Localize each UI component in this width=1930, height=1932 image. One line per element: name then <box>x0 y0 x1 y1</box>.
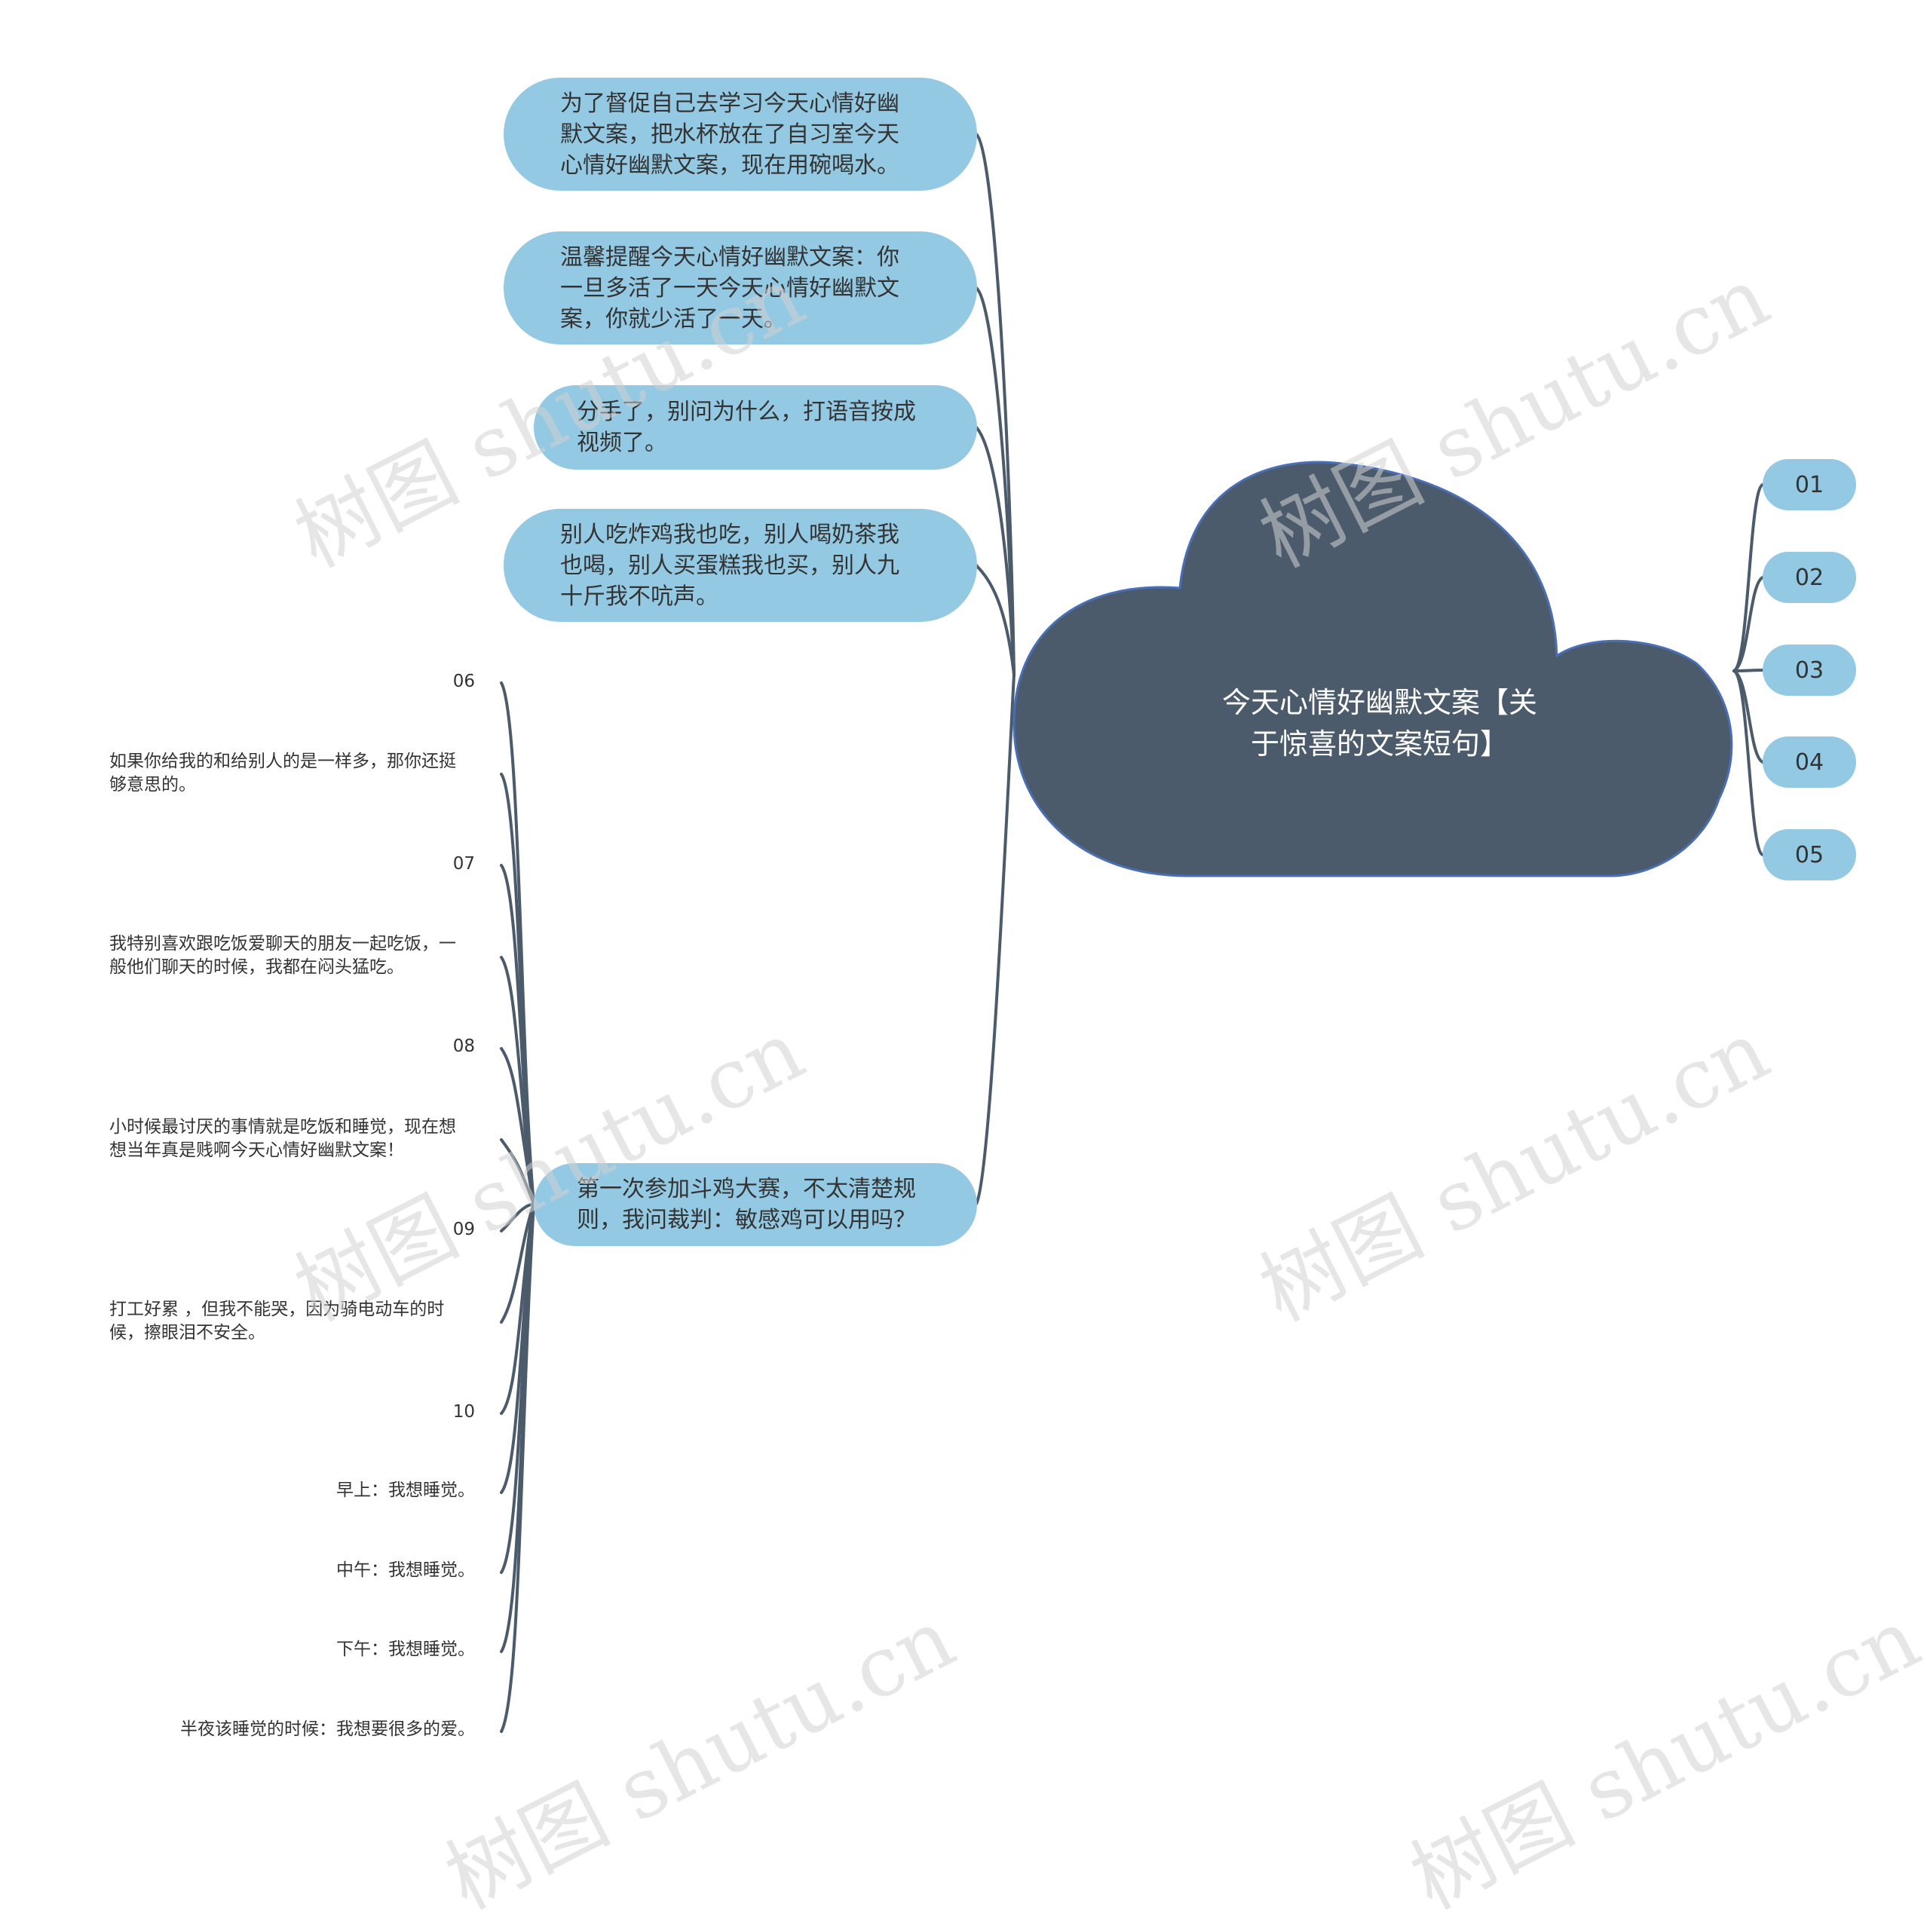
joke-node-4-text: 别人吃炸鸡我也吃，别人喝奶茶我 也喝，别人买蛋糕我也买，别人九 十斤我不吭声。 <box>560 521 899 610</box>
joke-node-1[interactable]: 为了督促自己去学习今天心情好幽 默文案，把水杯放在了自习室今天 心情好幽默文案，… <box>504 78 977 191</box>
connector-left-5 <box>975 673 1016 1205</box>
connector-right-3 <box>1732 669 1764 672</box>
leaf-sleep-morning[interactable]: 早上：我想睡觉。 <box>336 1480 475 1500</box>
mindmap-canvas <box>500 133 1764 1733</box>
connector-right-5 <box>1732 669 1764 856</box>
center-cloud <box>1012 461 1733 877</box>
joke-node-2-text: 温馨提醒今天心情好幽默文案：你 一旦多活了一天今天心情好幽默文 案，你就少活了一… <box>560 243 899 332</box>
leaf-text-09[interactable]: 打工好累 ，但我不能哭，因为骑电动车的时 候，擦眼泪不安全。 <box>109 1300 445 1343</box>
node-01[interactable]: 01 <box>1763 459 1856 510</box>
connector-left-4 <box>975 564 1016 676</box>
leaf-text-06[interactable]: 如果你给我的和给别人的是一样多，那你还挺 够意思的。 <box>109 752 456 795</box>
leaf-sleep-midnight[interactable]: 半夜该睡觉的时候：我想要很多的爱。 <box>180 1719 475 1739</box>
joke-node-1-text: 为了督促自己去学习今天心情好幽 默文案，把水杯放在了自习室今天 心情好幽默文案，… <box>560 90 899 179</box>
leaf-label-09[interactable]: 09 <box>452 1220 475 1239</box>
leaf-text-08[interactable]: 小时候最讨厌的事情就是吃饭和睡觉，现在想 想当年真是贱啊今天心情好幽默文案！ <box>109 1117 456 1160</box>
connector-leaf-t09 <box>500 1202 535 1324</box>
leaf-label-06[interactable]: 06 <box>452 672 475 691</box>
leaf-sleep-afternoon[interactable]: 下午：我想睡觉。 <box>336 1640 475 1659</box>
node-03[interactable]: 03 <box>1763 645 1856 696</box>
connector-leaf-t08 <box>500 1138 535 1205</box>
center-topic-title[interactable]: 今天心情好幽默文案【关 于惊喜的文案短句】 <box>1184 682 1576 765</box>
node-04[interactable]: 04 <box>1763 736 1856 788</box>
connector-leaf-s4 <box>500 1202 535 1733</box>
joke-node-3-text: 分手了，别问为什么，打语音按成 视频了。 <box>577 399 916 456</box>
joke-node-5-text: 第一次参加斗鸡大赛，不太清楚规 则，我问裁判：敏感鸡可以用吗？ <box>577 1176 916 1233</box>
connector-left-2 <box>975 286 1016 676</box>
node-05[interactable]: 05 <box>1763 829 1856 880</box>
connector-right-1 <box>1732 483 1764 672</box>
connector-left-3 <box>975 426 1016 676</box>
leaf-label-07[interactable]: 07 <box>452 854 475 874</box>
node-02[interactable]: 02 <box>1763 552 1856 603</box>
leaf-label-08[interactable]: 08 <box>452 1036 475 1056</box>
connector-leaf-09 <box>500 1202 535 1232</box>
leaf-label-10[interactable]: 10 <box>452 1402 475 1422</box>
joke-node-5[interactable]: 第一次参加斗鸡大赛，不太清楚规 则，我问裁判：敏感鸡可以用吗？ <box>534 1163 977 1246</box>
connector-right-2 <box>1732 576 1764 672</box>
leaf-text-07[interactable]: 我特别喜欢跟吃饭爱聊天的朋友一起吃饭，一 般他们聊天的时候，我都在闷头猛吃。 <box>109 934 456 977</box>
center-title-line2: 于惊喜的文案短句】 <box>1250 727 1509 761</box>
leaf-sleep-noon[interactable]: 中午：我想睡觉。 <box>336 1560 475 1580</box>
joke-node-2[interactable]: 温馨提醒今天心情好幽默文案：你 一旦多活了一天今天心情好幽默文 案，你就少活了一… <box>504 231 977 344</box>
joke-node-3[interactable]: 分手了，别问为什么，打语音按成 视频了。 <box>534 385 977 470</box>
joke-node-4[interactable]: 别人吃炸鸡我也吃，别人喝奶茶我 也喝，别人买蛋糕我也买，别人九 十斤我不吭声。 <box>504 509 977 622</box>
center-title-line1: 今天心情好幽默文案【关 <box>1221 686 1537 719</box>
connector-leaf-08 <box>500 1047 535 1205</box>
